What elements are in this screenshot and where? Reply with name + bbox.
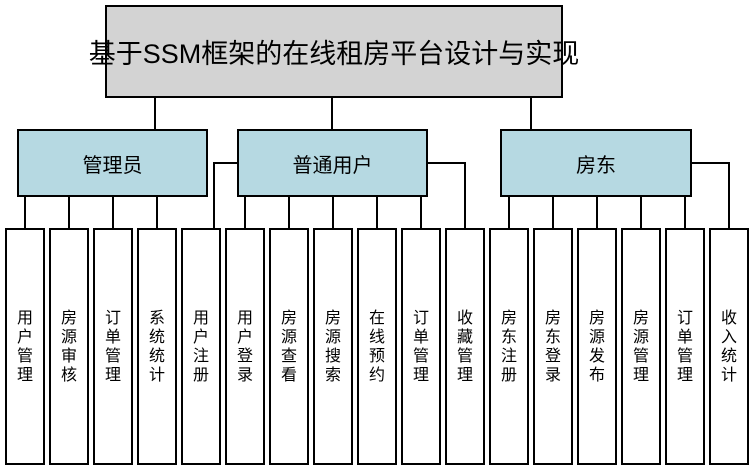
connector-line (332, 197, 334, 228)
title-node: 基于SSM框架的在线租房平台设计与实现 (89, 5, 579, 98)
leaf-node: 房东登录 (533, 228, 573, 465)
connector-line (112, 197, 114, 228)
connector-line (68, 197, 70, 228)
branch-node-landlord: 房东 (500, 129, 692, 197)
leaf-node: 收入统计 (709, 228, 749, 465)
connector-title-landlord (530, 98, 532, 129)
connector-line (24, 197, 26, 228)
leaf-label: 用户登录 (237, 309, 254, 384)
leaf-node: 房源管理 (621, 228, 661, 465)
connector-title-admin (154, 98, 156, 129)
leaf-node: 用户注册 (181, 228, 221, 465)
leaf-label: 房东注册 (501, 309, 518, 384)
connector-line (596, 197, 598, 228)
connector-line (640, 197, 642, 228)
leaf-node: 房源搜索 (313, 228, 353, 465)
leaf-node: 订单管理 (401, 228, 441, 465)
leaf-node: 订单管理 (665, 228, 705, 465)
leaf-label: 在线预约 (369, 309, 386, 384)
leaf-label: 系统统计 (149, 309, 166, 384)
leaf-label: 房源查看 (281, 309, 298, 384)
leaf-label: 房东登录 (545, 309, 562, 384)
leaf-node: 用户管理 (5, 228, 45, 465)
connector-line (288, 197, 290, 228)
connector-elbow-v (464, 162, 466, 228)
leaf-label: 用户注册 (193, 309, 210, 384)
connector-elbow-h (690, 162, 730, 164)
connector-elbow-v (728, 162, 730, 228)
leaf-label: 订单管理 (413, 309, 430, 384)
branch-label: 管理员 (82, 154, 143, 177)
branch-label: 普通用户 (292, 154, 373, 177)
connector-line (684, 197, 686, 228)
leaf-node: 用户登录 (225, 228, 265, 465)
connector-line (508, 197, 510, 228)
leaf-label: 房源发布 (589, 309, 606, 384)
connector-elbow-v (213, 162, 215, 228)
branch-label: 房东 (576, 154, 616, 177)
leaf-node: 房源查看 (269, 228, 309, 465)
branch-node-user: 普通用户 (237, 129, 428, 197)
leaf-label: 收藏管理 (457, 309, 474, 384)
title-label: 基于SSM框架的在线租房平台设计与实现 (88, 39, 580, 69)
leaf-node: 收藏管理 (445, 228, 485, 465)
leaf-label: 订单管理 (105, 309, 122, 384)
leaf-node: 房东注册 (489, 228, 529, 465)
connector-elbow-h (426, 162, 466, 164)
leaf-label: 用户管理 (17, 309, 34, 384)
connector-title-user (331, 98, 333, 129)
leaf-label: 房源搜索 (325, 309, 342, 384)
leaf-label: 订单管理 (677, 309, 694, 384)
connector-line (552, 197, 554, 228)
leaf-node: 在线预约 (357, 228, 397, 465)
connector-line (376, 197, 378, 228)
connector-elbow-h (213, 162, 239, 164)
leaf-node: 系统统计 (137, 228, 177, 465)
connector-line (156, 197, 158, 228)
leaf-node: 房源审核 (49, 228, 89, 465)
connector-line (244, 197, 246, 228)
branch-node-admin: 管理员 (17, 129, 208, 197)
leaf-node: 房源发布 (577, 228, 617, 465)
leaf-label: 房源管理 (633, 309, 650, 384)
leaf-label: 收入统计 (721, 309, 738, 384)
leaf-label: 房源审核 (61, 309, 78, 384)
connector-line (420, 197, 422, 228)
leaf-node: 订单管理 (93, 228, 133, 465)
